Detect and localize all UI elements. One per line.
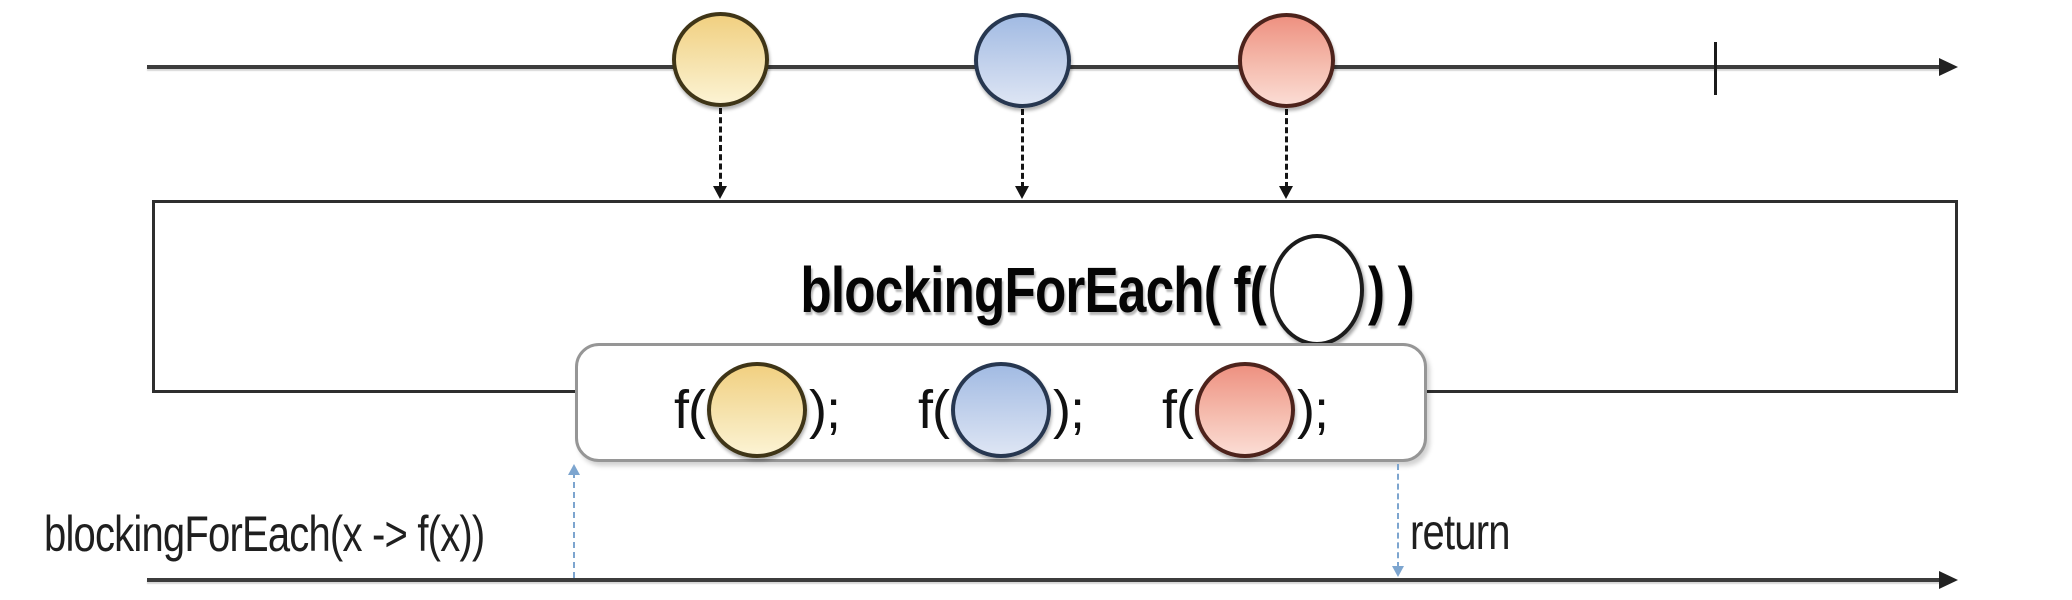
operator-title-suffix: ) ) [1368,254,1415,326]
call-group-blue: f( ); [918,361,1085,458]
call-suffix: ); [809,379,841,440]
emission-arrowhead-blue-icon [1015,186,1029,199]
marble-red [1238,13,1335,108]
marble-yellow [672,12,769,107]
calls-box: f( ); f( ); f( ); [575,343,1427,462]
source-timeline-arrowhead-icon [1939,58,1958,76]
marble-white-placeholder [1270,234,1365,346]
emission-arrowhead-yellow-icon [713,186,727,199]
invoke-arrowhead-up-icon [568,464,580,475]
call-suffix: ); [1053,379,1085,440]
call-prefix: f( [918,379,950,440]
marble-red-small [1195,361,1295,458]
return-arrowhead-down-icon [1392,566,1404,577]
call-group-yellow: f( ); [674,361,841,458]
call-prefix: f( [1162,379,1194,440]
marble-yellow-small [707,361,807,458]
emission-arrowhead-red-icon [1279,186,1293,199]
caller-timeline-arrowhead-icon [1939,571,1958,589]
call-group-red: f( ); [1162,361,1329,458]
operator-title-prefix: blockingForEach( f( [800,254,1267,326]
call-prefix: f( [674,379,706,440]
operator-title: blockingForEach( f( ) ) [152,206,1958,374]
emission-arrow-yellow [719,108,722,188]
emission-arrow-blue [1021,109,1024,188]
invoke-arrow [573,472,575,578]
caller-label: blockingForEach(x -> f(x)) [44,506,485,562]
completion-tick [1714,42,1717,95]
marble-blue [974,13,1071,108]
emission-arrow-red [1285,109,1288,188]
return-arrow [1397,464,1399,568]
call-suffix: ); [1297,379,1329,440]
marble-blue-small [951,361,1051,458]
caller-timeline [147,578,1944,582]
return-label: return [1410,504,1510,560]
